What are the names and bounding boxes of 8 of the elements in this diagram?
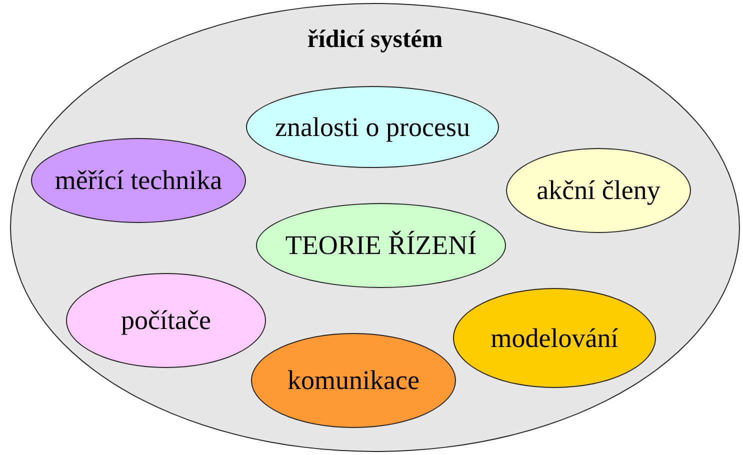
topic-label: TEORIE ŘÍZENÍ	[285, 230, 477, 261]
topic-label: měřící technika	[54, 165, 222, 196]
topic-label: komunikace	[288, 365, 420, 396]
topic-label: akční členy	[536, 175, 660, 206]
topic-label: znalosti o procesu	[275, 112, 470, 142]
system-label: řídicí systém	[307, 26, 443, 54]
topic-label: počítače	[121, 305, 211, 336]
topic-label: modelování	[490, 322, 618, 354]
